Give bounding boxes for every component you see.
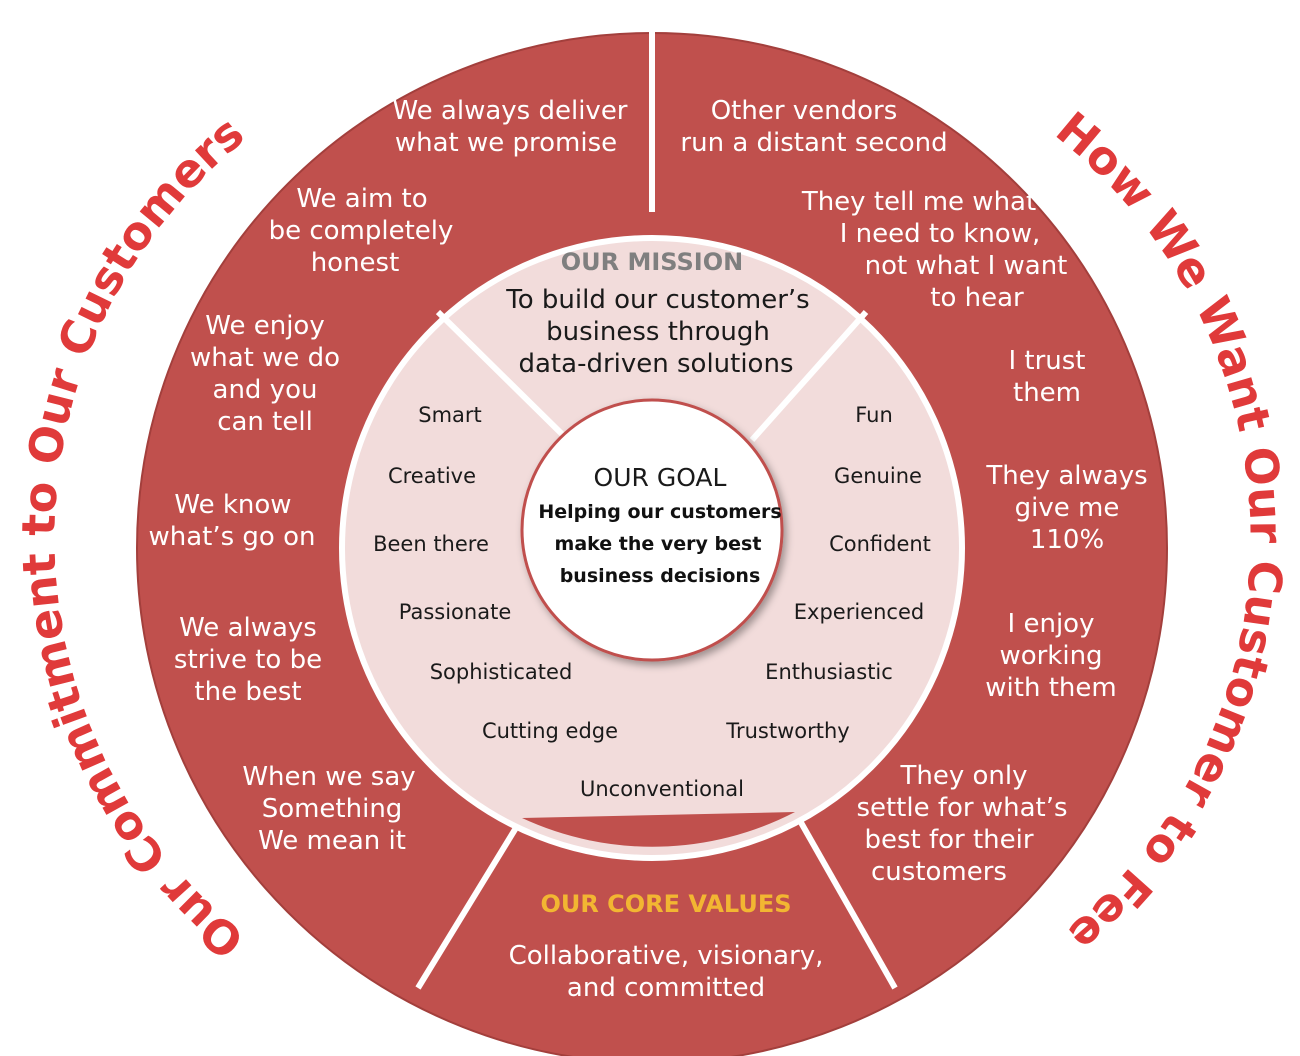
commitment-item: We aim to be completely honest xyxy=(269,184,454,278)
svg-text:to hear: to hear xyxy=(930,283,1024,313)
svg-text:what’s go on: what’s go on xyxy=(148,522,315,552)
svg-text:be completely: be completely xyxy=(269,216,454,246)
trait-right: Enthusiastic xyxy=(765,660,893,684)
trait-left: Been there xyxy=(373,532,489,556)
trait-bottom: Unconventional xyxy=(580,777,744,801)
svg-text:give me: give me xyxy=(1015,493,1120,523)
svg-text:and you: and you xyxy=(213,375,318,405)
mission-line: To build our customer’s xyxy=(505,285,809,315)
goal-line: business decisions xyxy=(560,565,761,587)
mission-line: business through xyxy=(546,317,770,347)
svg-text:Other vendors: Other vendors xyxy=(711,96,898,126)
svg-text:They tell me what: They tell me what xyxy=(801,187,1036,217)
svg-text:can tell: can tell xyxy=(217,407,313,437)
core-values-line: and committed xyxy=(567,973,765,1003)
svg-text:We enjoy: We enjoy xyxy=(205,311,324,341)
commitment-item: We always deliver what we promise xyxy=(392,96,627,158)
trait-left: Sophisticated xyxy=(430,660,573,684)
svg-text:We mean it: We mean it xyxy=(258,826,406,856)
svg-text:They only: They only xyxy=(899,761,1027,791)
svg-text:with them: with them xyxy=(985,673,1116,703)
svg-text:strive to be: strive to be xyxy=(174,645,322,675)
trait-right: Genuine xyxy=(834,464,922,488)
svg-text:settle for what’s: settle for what’s xyxy=(856,793,1067,823)
trait-left: Creative xyxy=(388,464,476,488)
trait-left: Smart xyxy=(418,403,482,427)
commitment-item: We always strive to be the best xyxy=(174,613,322,707)
svg-text:We know: We know xyxy=(174,490,291,520)
svg-text:When we say: When we say xyxy=(242,762,415,792)
mission-divider-right xyxy=(749,310,869,442)
trait-right: Trustworthy xyxy=(725,719,850,743)
mission-title: OUR MISSION xyxy=(561,248,743,276)
goal-circle xyxy=(520,398,784,662)
trait-right: Experienced xyxy=(794,600,924,624)
core-values-line: Collaborative, visionary, xyxy=(509,941,824,971)
feeling-item: They always give me 110% xyxy=(985,461,1147,555)
commitment-item: When we say Something We mean it xyxy=(242,762,415,856)
mission-divider-left xyxy=(435,309,571,443)
svg-text:I need to know,: I need to know, xyxy=(840,219,1041,249)
svg-text:I enjoy: I enjoy xyxy=(1008,609,1095,639)
feeling-item: They only settle for what’s best for the… xyxy=(856,761,1067,887)
goal-line: Helping our customers xyxy=(538,501,781,523)
goal-line: make the very best xyxy=(555,533,762,555)
svg-text:what we do: what we do xyxy=(190,343,340,373)
core-values-wedge xyxy=(522,812,795,847)
svg-text:honest: honest xyxy=(311,248,400,278)
svg-text:Something: Something xyxy=(262,794,403,824)
svg-text:not what I want: not what I want xyxy=(865,251,1068,281)
feeling-item: I trust them xyxy=(1008,346,1085,408)
svg-text:customers: customers xyxy=(871,857,1007,887)
trait-left: Cutting edge xyxy=(482,719,618,743)
svg-text:We aim to: We aim to xyxy=(296,184,427,214)
svg-text:I trust: I trust xyxy=(1008,346,1085,376)
commitment-item: We enjoy what we do and you can tell xyxy=(190,311,340,437)
svg-text:best for their: best for their xyxy=(864,825,1033,855)
core-values-title: OUR CORE VALUES xyxy=(540,890,791,918)
divider-bottom-left xyxy=(415,816,525,990)
goal-title: OUR GOAL xyxy=(594,463,727,492)
svg-text:the best: the best xyxy=(194,677,301,707)
svg-text:run a distant second: run a distant second xyxy=(680,128,947,158)
mission-line: data-driven solutions xyxy=(519,349,794,379)
trait-right: Confident xyxy=(829,532,931,556)
commitment-item: We know what’s go on xyxy=(148,490,315,552)
svg-text:them: them xyxy=(1013,378,1081,408)
feeling-item: Other vendors run a distant second xyxy=(680,96,947,158)
svg-text:what we promise: what we promise xyxy=(395,128,617,158)
trait-left: Passionate xyxy=(399,600,512,624)
feeling-item: They tell me what I need to know, not wh… xyxy=(801,187,1068,313)
divider-bottom-right xyxy=(792,810,898,990)
svg-text:We always: We always xyxy=(179,613,317,643)
svg-text:110%: 110% xyxy=(1030,525,1104,555)
svg-text:We always deliver: We always deliver xyxy=(392,96,627,126)
svg-text:working: working xyxy=(999,641,1102,671)
feeling-item: I enjoy working with them xyxy=(985,609,1116,703)
trait-right: Fun xyxy=(855,403,893,427)
svg-text:They always: They always xyxy=(985,461,1147,491)
